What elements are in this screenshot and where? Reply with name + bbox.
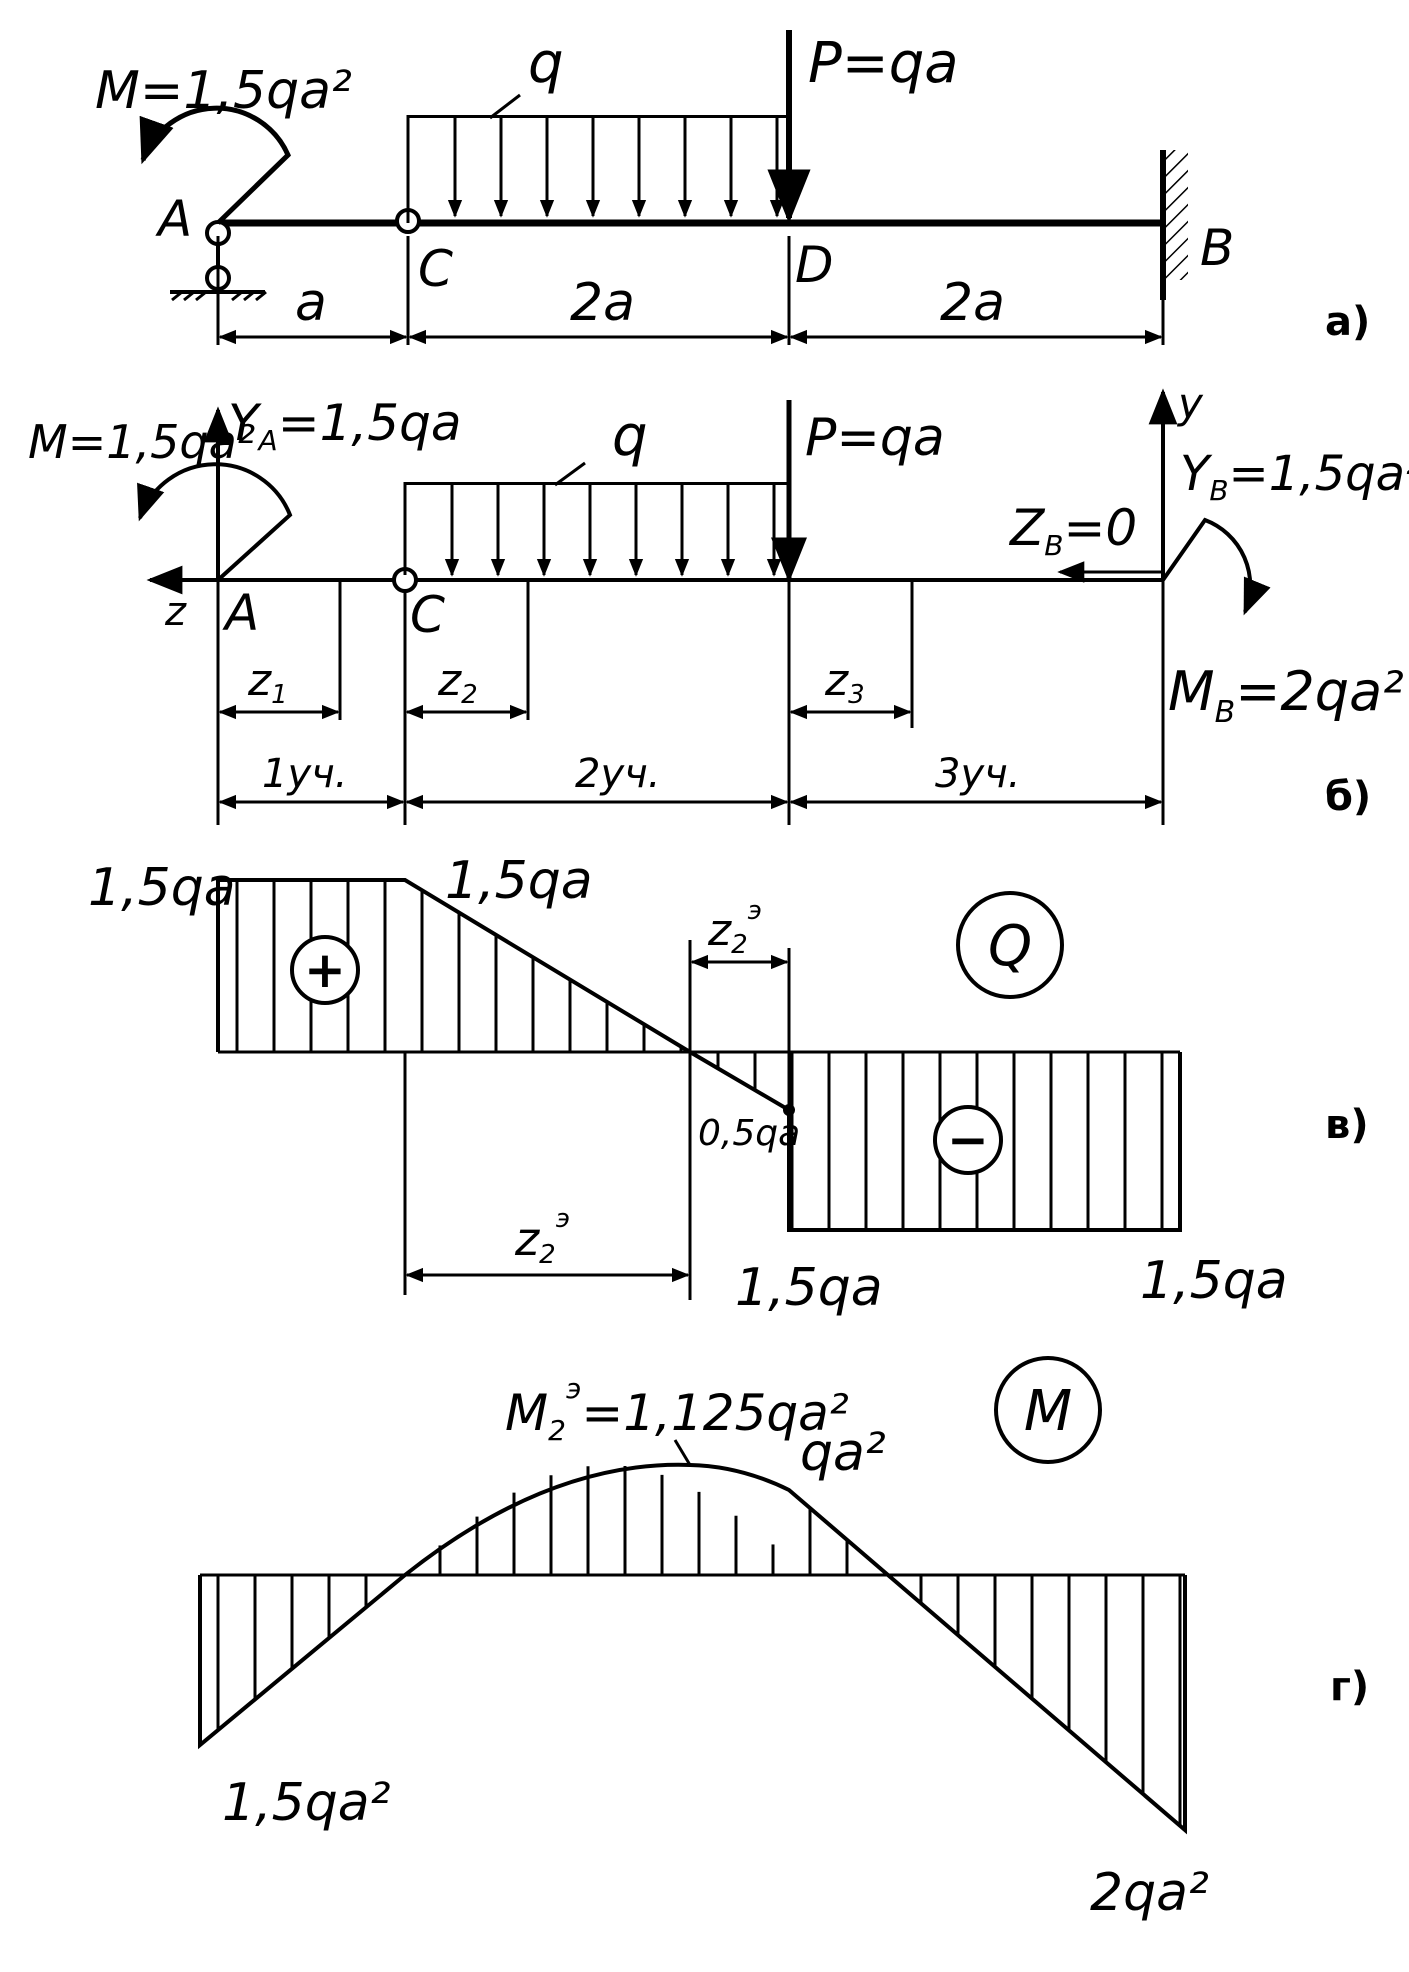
panel-letter-v: в) (1325, 1102, 1369, 1148)
moment-b-arrow (1161, 517, 1271, 616)
m-diagram-outline (198, 1462, 1187, 1835)
panel-a: M=1,5qa² q P=qa A C D B a 2a 2a а) (95, 30, 1370, 345)
label-q-a: q (528, 31, 564, 96)
label-moment-b: MB=2qa² (1168, 660, 1404, 730)
label-reaction-ya: YA=1,5qa (228, 394, 462, 457)
label-point-b: B (1200, 219, 1234, 277)
q-diagram-outline (216, 878, 1182, 1232)
q-plus-sign: + (304, 941, 346, 999)
label-force-b: P=qa (805, 408, 945, 468)
q-label-mid: 0,5qa (698, 1113, 800, 1154)
label-reaction-zb: ZB=0 (1008, 499, 1137, 562)
label-point-d: D (795, 236, 834, 294)
label-moment-a: M=1,5qa² (95, 61, 352, 121)
label-point-a: A (155, 190, 192, 248)
q-label-bottom-d: 1,5qa (735, 1258, 883, 1318)
label-q-b: q (612, 404, 648, 469)
label-sec-3: 3уч. (935, 751, 1020, 797)
label-axis-y: y (1176, 379, 1204, 428)
label-z1: z1 (247, 655, 288, 710)
q-label-c: 1,5qa (445, 851, 593, 911)
moment-a-arrow (139, 105, 291, 225)
distributed-load-b (405, 482, 788, 485)
panel-b: M=1,5qa² YA=1,5qa q P=qa z y ZB=0 YB=1,5… (28, 379, 1409, 825)
label-axis-z: z (164, 589, 187, 635)
q-minus-sign: − (947, 1111, 989, 1169)
moment-a-b-arrow (137, 462, 293, 582)
q-title-circle (956, 891, 1064, 999)
label-z2: z2 (437, 655, 478, 710)
q-label-left: 1,5qa (88, 858, 236, 918)
label-sec-2: 2уч. (575, 751, 660, 797)
label-dim-2: 2a (570, 273, 635, 333)
q-label-bottom-right: 1,5qa (1140, 1251, 1288, 1311)
m-title-circle (994, 1356, 1102, 1464)
q-plus-circle (290, 935, 360, 1005)
m-hatching (216, 1466, 1182, 1826)
label-reaction-yb: YB=1,5qa² (1180, 446, 1409, 507)
load-arrows-a (447, 118, 785, 218)
m-label-left: 1,5qa² (222, 1773, 391, 1833)
label-dim-1: a (295, 273, 327, 333)
panel-letter-b: б) (1325, 774, 1371, 820)
q-label-z2e-top: z2э (707, 896, 762, 960)
m-label-right: 2qa² (1090, 1863, 1209, 1923)
wall-b-hatch (1166, 150, 1188, 280)
label-point-c: C (418, 240, 453, 298)
q-label-z2e-bottom: z2э (514, 1204, 570, 1270)
m-label-d: qa² (800, 1423, 886, 1483)
panel-v: + − Q 1,5qa 1,5qa z2э 0,5qa z2э 1,5qa 1,… (88, 851, 1369, 1318)
label-sec-1: 1уч. (262, 751, 347, 797)
label-dim-3: 2a (940, 273, 1005, 333)
label-point-c-b: C (410, 586, 445, 644)
load-arrows-b (444, 485, 782, 577)
label-force-a: P=qa (808, 31, 959, 96)
label-z3: z3 (824, 655, 865, 710)
m-label-extremum: M2э=1,125qa² (505, 1372, 849, 1447)
panel-letter-a: а) (1325, 299, 1370, 345)
panel-g: M M2э=1,125qa² qa² 1,5qa² 2qa² г) (198, 1356, 1369, 1923)
distributed-load-a (408, 115, 788, 118)
panel-letter-g: г) (1330, 1664, 1369, 1710)
label-moment-a-b: M=1,5qa² (28, 415, 255, 469)
label-point-a-b: A (222, 584, 259, 642)
q-minus-circle (933, 1105, 1003, 1175)
m-title: M (1024, 1379, 1072, 1444)
q-title: Q (988, 914, 1032, 979)
